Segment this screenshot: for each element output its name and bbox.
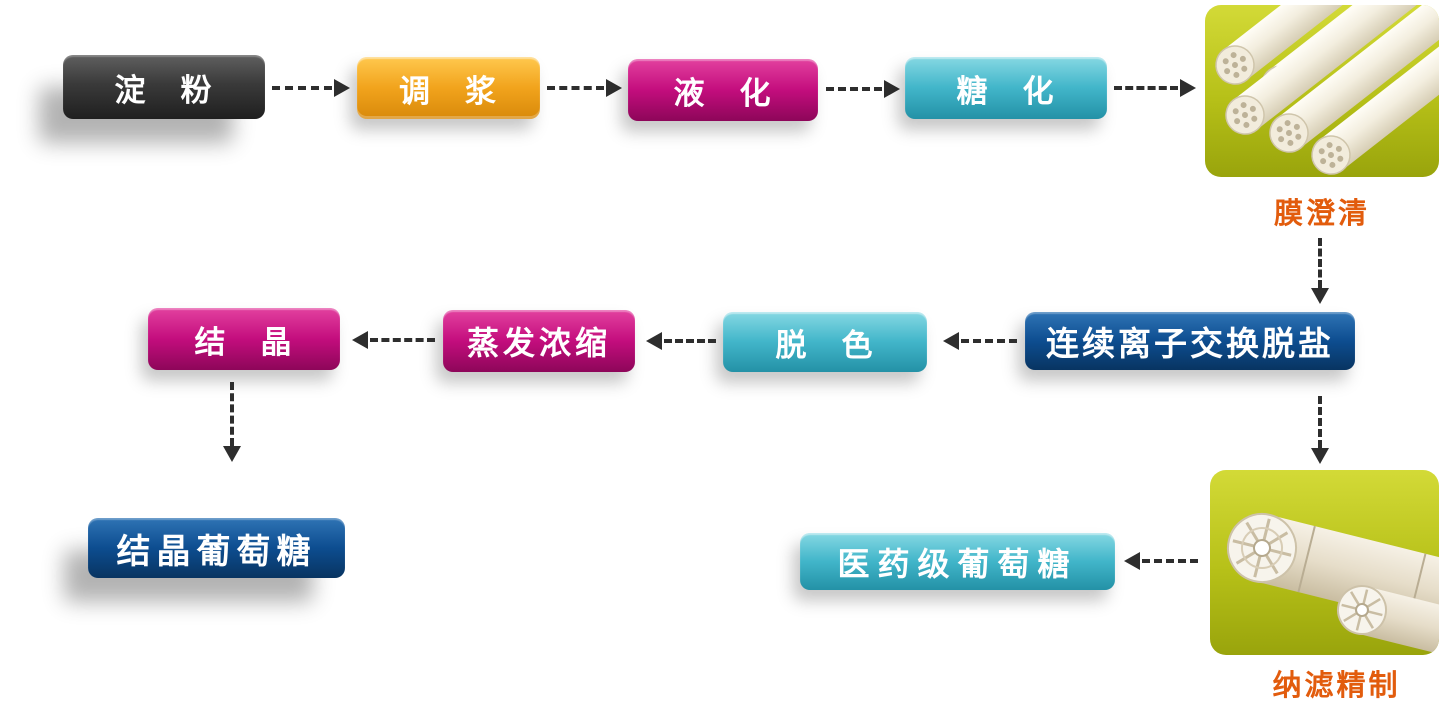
node-decolorization: 脱 色 — [723, 312, 927, 372]
node-evaporation: 蒸发浓缩 — [443, 310, 635, 372]
node-pharma-glucose: 医药级葡萄糖 — [800, 533, 1115, 590]
nanofiltration-caption: 纳滤精制 — [1272, 670, 1401, 702]
node-ion-exchange: 连续离子交换脱盐 — [1025, 312, 1355, 370]
arrow-evaporation-to-crystallization — [352, 330, 435, 350]
node-crystallization: 结 晶 — [148, 308, 340, 370]
spiral-membrane-modules-image — [1210, 470, 1439, 655]
arrow-liquefaction-to-saccharification — [826, 79, 900, 99]
membrane-clarification-caption: 膜澄清 — [1273, 198, 1370, 230]
node-starch: 淀 粉 — [63, 55, 265, 119]
arrow-decolorization-to-evaporation — [646, 331, 716, 351]
arrow-starch-to-slurry — [272, 78, 350, 98]
membrane-clarification-photo — [1205, 5, 1439, 177]
node-saccharification: 糖 化 — [905, 57, 1107, 119]
arrow-nanofiltration-photo-to-pharma-glucose — [1124, 551, 1198, 571]
node-crystalline-glucose: 结晶葡萄糖 — [88, 518, 345, 578]
arrow-ion-exchange-to-decolorization — [943, 331, 1017, 351]
ceramic-membrane-tubes-image — [1205, 5, 1439, 177]
arrow-membrane-photo-to-ion-exchange — [1310, 238, 1330, 304]
node-slurry: 调 浆 — [357, 57, 540, 119]
arrow-crystallization-to-crystalline-glucose — [222, 382, 242, 462]
node-liquefaction: 液 化 — [628, 59, 818, 121]
nanofiltration-photo — [1210, 470, 1439, 655]
arrow-slurry-to-liquefaction — [547, 78, 622, 98]
arrow-saccharification-to-membrane-photo — [1114, 78, 1196, 98]
arrow-ion-exchange-to-nanofiltration-photo — [1310, 396, 1330, 464]
